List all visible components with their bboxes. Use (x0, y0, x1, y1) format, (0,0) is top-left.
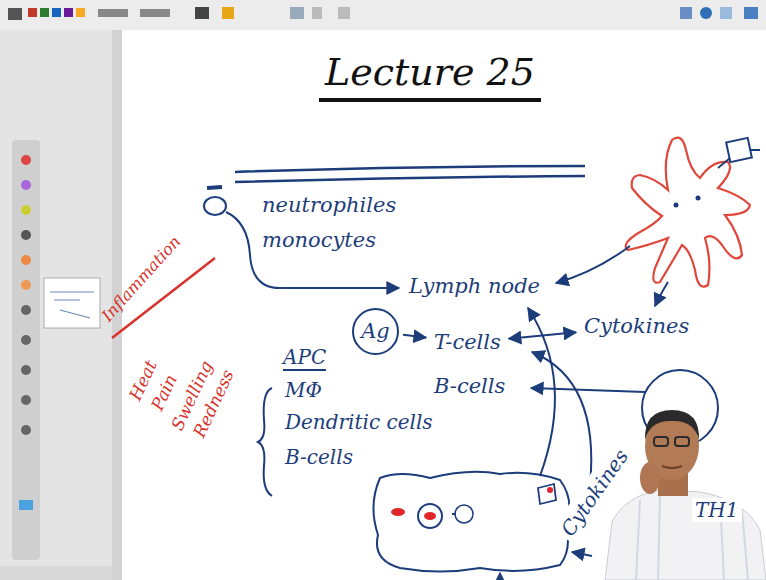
toolbar-icon (700, 7, 712, 19)
rule-line (235, 166, 585, 172)
cell-dot (696, 196, 701, 201)
cytokine-text-node: Cytokines (580, 312, 693, 341)
toolbar-icon (8, 8, 22, 20)
color-swatch (64, 8, 73, 17)
tissue-to-node-arrow (528, 308, 555, 476)
glasses (654, 437, 668, 446)
cell-mark (207, 187, 222, 188)
apc-item: MΦ (285, 378, 322, 402)
toolbar-icon (140, 9, 170, 17)
toolbar-icon (290, 7, 304, 19)
antigen-circle: Ag (352, 308, 399, 355)
rule-line (235, 176, 585, 182)
tool-icon (21, 395, 31, 405)
to-bcell-arrow (531, 388, 645, 392)
red-cell (391, 508, 405, 516)
antigen-square (726, 138, 752, 162)
tissue-outline (373, 472, 569, 572)
cell-mark (452, 513, 456, 515)
node-text: B-cells (434, 374, 505, 399)
thumbnail-sketch (50, 292, 94, 318)
status-bar (0, 566, 112, 580)
tool-icon (21, 425, 31, 435)
cell-circle (418, 504, 442, 528)
dc-to-cytokine-arrow (655, 282, 668, 306)
red-cell (424, 512, 436, 520)
presenter-shirt (605, 490, 766, 580)
tool-icon (21, 155, 31, 165)
tool-icon (21, 305, 31, 315)
toolbar-icon (680, 7, 692, 19)
tool-icon (21, 205, 31, 215)
apc-heading: APC (283, 345, 326, 371)
connector-arrow (403, 335, 426, 338)
tool-icon (21, 365, 31, 375)
tool-icon (19, 500, 33, 510)
toolbar-icon (98, 9, 128, 17)
lecture-title: Lecture 25 (319, 50, 541, 102)
antigen-tail (750, 149, 760, 151)
presenter-mouth (662, 466, 682, 468)
node-text: Ag (361, 319, 390, 344)
tool-icon (21, 335, 31, 345)
cell-type-label: monocytes (262, 228, 376, 253)
dc-to-node-arrow (556, 246, 630, 283)
color-swatch (76, 8, 85, 17)
brace (258, 388, 272, 496)
toolbar-icon (720, 7, 732, 19)
tool-icon (21, 180, 31, 190)
lymph-node-text: Lymph node (405, 272, 544, 301)
cell-text-node: B-cells (430, 372, 509, 401)
red-cell (547, 487, 553, 493)
cell-square (538, 484, 556, 504)
toolbar (0, 0, 766, 30)
glasses (675, 437, 689, 446)
tool-icon (21, 255, 31, 265)
shirt-stripe (636, 494, 748, 580)
toolbar-icon (312, 7, 322, 19)
th1-label: TH1 (692, 498, 742, 522)
node-text: Lymph node (409, 274, 540, 299)
cell-circle (455, 505, 473, 523)
node-text: T-cells (434, 330, 501, 355)
toolbar-icon (744, 7, 758, 19)
color-swatch (40, 8, 49, 17)
cell-type-label: neutrophiles (262, 193, 396, 218)
tissue-to-tcell-arrow (532, 352, 591, 485)
color-swatch (28, 8, 37, 17)
tool-palette (12, 140, 40, 560)
page-thumbnail (44, 278, 100, 328)
toolbar-icon (222, 7, 234, 19)
node-text: Cytokines (584, 314, 689, 339)
cell-circle (204, 197, 226, 215)
tool-icon (21, 280, 31, 290)
bottom-arrow (499, 573, 501, 580)
antigen-leader (718, 158, 730, 168)
presenter-hand (640, 462, 660, 494)
apc-item: Dendritic cells (285, 410, 433, 434)
cytokine-to-tissue-arrow (572, 552, 592, 556)
toolbar-icon (338, 7, 350, 19)
toolbar-icon (195, 7, 209, 19)
tool-icon (21, 230, 31, 240)
apc-item: B-cells (285, 445, 353, 469)
dendritic-cell (626, 138, 750, 287)
cell-text-node: T-cells (430, 328, 505, 357)
color-swatch (52, 8, 61, 17)
presenter-hair (645, 410, 699, 440)
connector-arrow (509, 332, 576, 338)
side-panel (0, 30, 112, 580)
migration-arrow (226, 212, 399, 288)
cell-dot (674, 203, 679, 208)
